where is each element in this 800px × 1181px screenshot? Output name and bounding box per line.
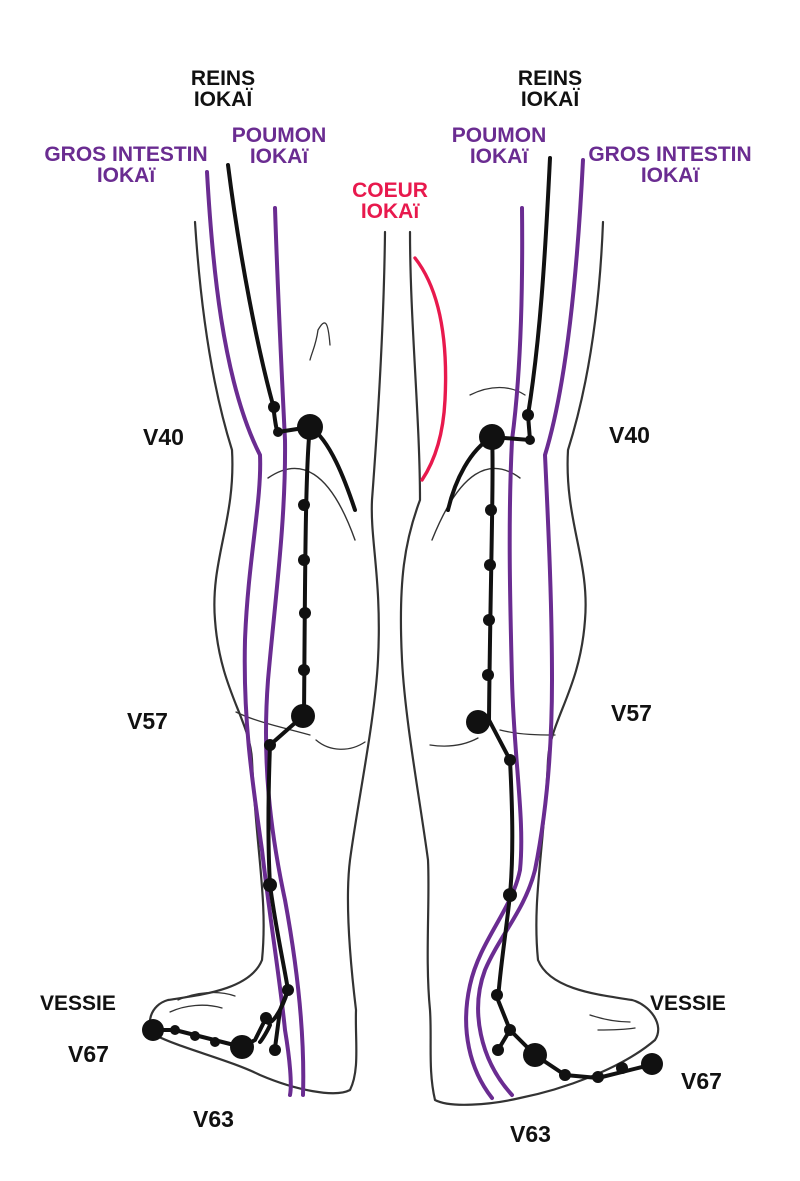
left-reins-label: REINS IOKAÏ <box>178 68 268 110</box>
left-point-l <box>190 1031 200 1041</box>
right-v57-point <box>466 710 490 734</box>
left-v57-point <box>291 704 315 728</box>
right-reins-path <box>526 156 552 442</box>
left-ankle-crease <box>235 711 366 750</box>
right-point-d <box>483 614 495 626</box>
left-gros-intestin-line2: IOKAï <box>96 164 156 187</box>
right-point-g <box>503 888 517 902</box>
right-point-a <box>525 435 535 445</box>
right-leg <box>399 156 660 1106</box>
coeur-line1: COEUR <box>352 179 428 202</box>
right-reins-line2: IOKAÏ <box>520 88 580 111</box>
left-reins-path <box>226 163 280 434</box>
right-v63-point <box>523 1043 547 1067</box>
left-point-d <box>299 607 311 619</box>
right-point-m <box>616 1062 628 1074</box>
right-point-j <box>492 1044 504 1056</box>
left-poumon-line2: IOKAï <box>249 145 309 168</box>
right-point-e <box>482 669 494 681</box>
right-gros-intestin-path <box>476 158 585 1097</box>
right-vessie-path <box>446 435 652 1080</box>
left-poumon-label: POUMON IOKAï <box>220 125 338 167</box>
left-gros-intestin-line1: GROS INTESTIN <box>44 143 208 166</box>
right-gros-intestin-line1: GROS INTESTIN <box>588 143 752 166</box>
left-point-j <box>269 1044 281 1056</box>
left-knee-crease <box>309 322 331 361</box>
left-vessie-path-2 <box>258 1016 272 1044</box>
right-point-l <box>592 1071 604 1083</box>
right-reins-point <box>522 409 534 421</box>
right-v40-label: V40 <box>609 422 650 448</box>
left-leg-inner-line <box>267 467 356 541</box>
left-point-b <box>298 499 310 511</box>
right-poumon-label: POUMON IOKAï <box>440 125 558 167</box>
right-gros-intestin-label: GROS INTESTIN IOKAï <box>580 144 760 186</box>
left-foot-toes <box>169 991 236 1013</box>
right-leg-inner-line <box>431 467 521 541</box>
left-gros-intestin-path <box>205 170 293 1097</box>
right-reins-line1: REINS <box>517 67 583 90</box>
left-point-f <box>264 739 276 751</box>
right-point-k <box>559 1069 571 1081</box>
left-point-e <box>298 664 310 676</box>
right-vessie-label: VESSIE <box>650 992 726 1015</box>
right-reins-label: REINS IOKAÏ <box>505 68 595 110</box>
left-point-i <box>260 1012 272 1024</box>
left-v67-point <box>142 1019 164 1041</box>
left-point-a <box>273 427 283 437</box>
left-poumon-path <box>264 206 306 1097</box>
coeur-path <box>413 256 448 482</box>
right-leg-outline <box>399 220 660 1106</box>
right-poumon-path <box>464 206 525 1100</box>
right-v67-point <box>641 1053 663 1075</box>
right-gros-intestin-line2: IOKAï <box>640 164 700 187</box>
left-vessie-label: VESSIE <box>40 992 116 1015</box>
right-v57-label: V57 <box>611 700 652 726</box>
right-foot-toes <box>589 1014 636 1031</box>
left-point-k <box>210 1037 220 1047</box>
left-reins-line1: REINS <box>190 67 256 90</box>
left-v63-label: V63 <box>193 1106 234 1132</box>
left-vessie-path <box>151 425 357 1050</box>
right-knee-crease <box>469 386 526 396</box>
coeur-label: COEUR IOKAï <box>340 180 440 222</box>
left-v63-point <box>230 1035 254 1059</box>
left-leg-outline <box>148 220 387 1095</box>
acupoints <box>142 401 663 1083</box>
left-v40-label: V40 <box>143 424 184 450</box>
left-poumon-line1: POUMON <box>231 124 327 147</box>
right-point-c <box>484 559 496 571</box>
left-point-h <box>282 984 294 996</box>
left-point-g <box>263 878 277 892</box>
left-point-c <box>298 554 310 566</box>
left-v57-label: V57 <box>127 708 168 734</box>
right-point-i <box>504 1024 516 1036</box>
left-point-m <box>170 1025 180 1035</box>
right-point-b <box>485 504 497 516</box>
left-reins-line2: IOKAÏ <box>193 88 253 111</box>
right-point-h <box>491 989 503 1001</box>
left-v40-point <box>297 414 323 440</box>
left-leg <box>148 163 387 1097</box>
right-v63-label: V63 <box>510 1121 551 1147</box>
left-reins-point <box>268 401 280 413</box>
left-v67-label: V67 <box>68 1041 109 1067</box>
right-poumon-line1: POUMON <box>451 124 547 147</box>
coeur-line2: IOKAï <box>360 200 420 223</box>
right-point-f <box>504 754 516 766</box>
right-v67-label: V67 <box>681 1068 722 1094</box>
left-gros-intestin-label: GROS INTESTIN IOKAï <box>36 144 216 186</box>
right-ankle-crease <box>429 729 556 747</box>
right-poumon-line2: IOKAï <box>469 145 529 168</box>
right-v40-point <box>479 424 505 450</box>
